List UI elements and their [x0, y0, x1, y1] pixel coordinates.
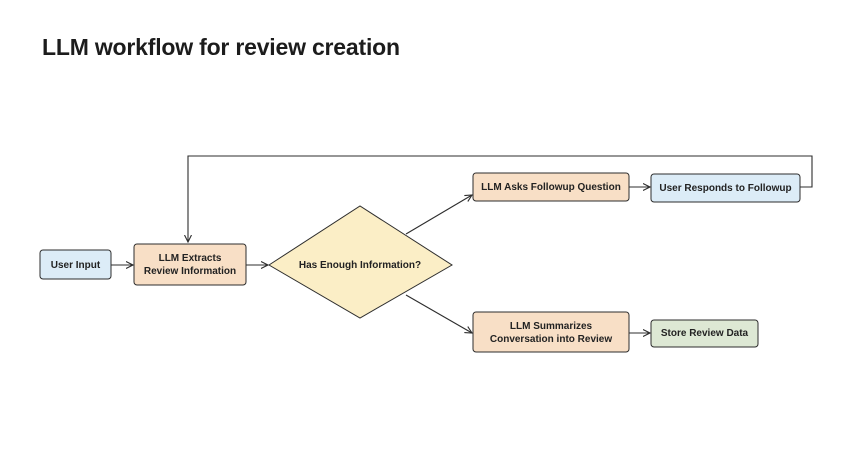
connector-loop-back: [188, 155, 813, 242]
connector-decision-to-ask: [405, 195, 472, 235]
node-user-input-label: User Input: [51, 260, 101, 271]
node-llm-asks: LLM Asks Followup Question: [472, 172, 630, 202]
node-llm-asks-label: LLM Asks Followup Question: [481, 182, 621, 193]
node-llm-extracts-label-line2: Review Information: [144, 266, 236, 277]
node-llm-extracts: LLM Extracts Review Information: [133, 243, 247, 286]
node-llm-summarizes-label-line1: LLM Summarizes: [510, 321, 593, 332]
node-user-input: User Input: [39, 249, 112, 280]
node-decision-label: Has Enough Information?: [299, 260, 421, 271]
page-title: LLM workflow for review creation: [42, 34, 400, 60]
node-user-responds-label: User Responds to Followup: [659, 183, 791, 194]
node-llm-summarizes: LLM Summarizes Conversation into Review: [472, 311, 630, 353]
node-decision-has-enough: Has Enough Information?: [268, 205, 453, 319]
node-store-review-data: Store Review Data: [650, 319, 759, 348]
node-store-label: Store Review Data: [661, 328, 749, 339]
node-llm-extracts-label-line1: LLM Extracts: [159, 253, 222, 264]
node-llm-summarizes-label-line2: Conversation into Review: [490, 334, 612, 345]
connector-decision-to-summarize: [405, 294, 472, 333]
node-user-responds: User Responds to Followup: [650, 173, 801, 203]
